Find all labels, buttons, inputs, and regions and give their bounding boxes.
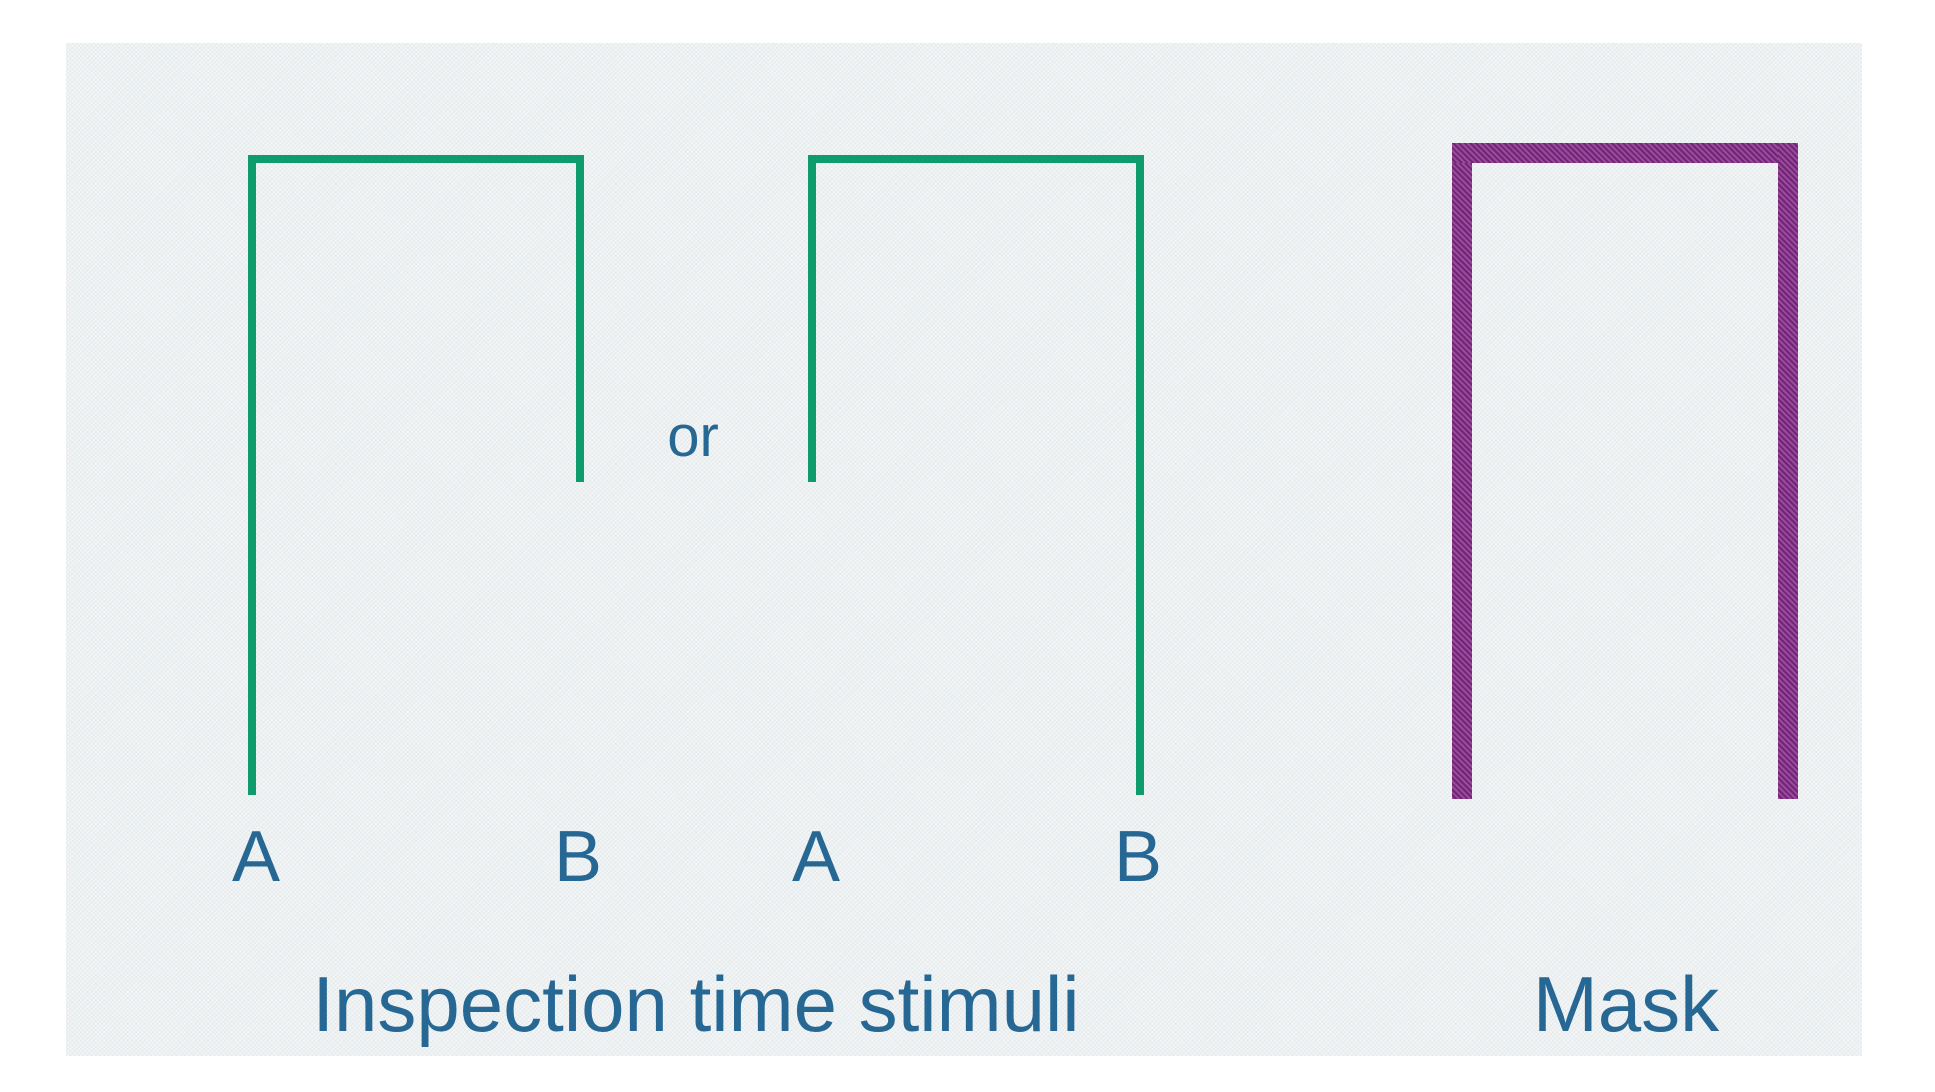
mask-top-bar (1452, 143, 1798, 163)
stimulus-1-left-leg-long (248, 155, 256, 795)
stimuli-caption: Inspection time stimuli (312, 960, 1080, 1048)
mask-caption: Mask (1532, 960, 1720, 1048)
stimulus-2-left-leg-short (808, 155, 816, 482)
stimulus-1-label-a: A (231, 817, 281, 897)
mask-left-bar (1452, 143, 1472, 799)
stimulus-2-top-bar (808, 155, 1144, 163)
stimulus-1-right-leg-short (576, 155, 584, 482)
mask-right-bar (1778, 143, 1798, 799)
stimulus-2-right-leg-long (1136, 155, 1144, 795)
stimulus-2-label-b: B (1113, 817, 1163, 897)
stimulus-1-top-bar (248, 155, 584, 163)
stimulus-2-label-a: A (791, 817, 841, 897)
or-label: or (667, 404, 719, 469)
stimulus-1-label-b: B (553, 817, 603, 897)
figure-panel: or A B A B Inspection time stimuli Mask (66, 43, 1862, 1056)
